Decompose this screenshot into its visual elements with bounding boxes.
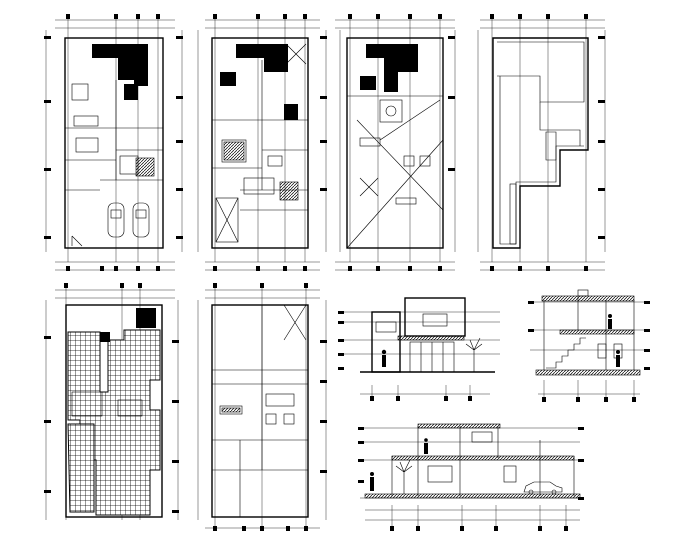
tree-icon: [395, 459, 413, 494]
plan-structure: [197, 283, 327, 531]
car-icon: [107, 202, 150, 238]
plan-second-floor: [335, 14, 456, 271]
plan-foundation: [44, 283, 179, 520]
person-icon: [381, 349, 387, 367]
front-elevation: [338, 297, 500, 401]
tree-icon: [465, 337, 483, 372]
plan-first-floor: [197, 14, 327, 271]
plan-roof: [477, 14, 606, 271]
outer-wall: [64, 37, 164, 249]
glazed-doors: [409, 341, 455, 373]
person-icon: [370, 438, 428, 491]
door-swing: [71, 235, 83, 247]
roof-void: [92, 44, 148, 86]
grid-bubbles: [44, 14, 183, 271]
plan-ground-floor: [44, 14, 183, 271]
car-icon: [523, 481, 563, 495]
person-icon: [608, 314, 620, 367]
long-section: [358, 423, 584, 531]
side-section: [528, 289, 650, 402]
interior-walls: [65, 80, 163, 191]
